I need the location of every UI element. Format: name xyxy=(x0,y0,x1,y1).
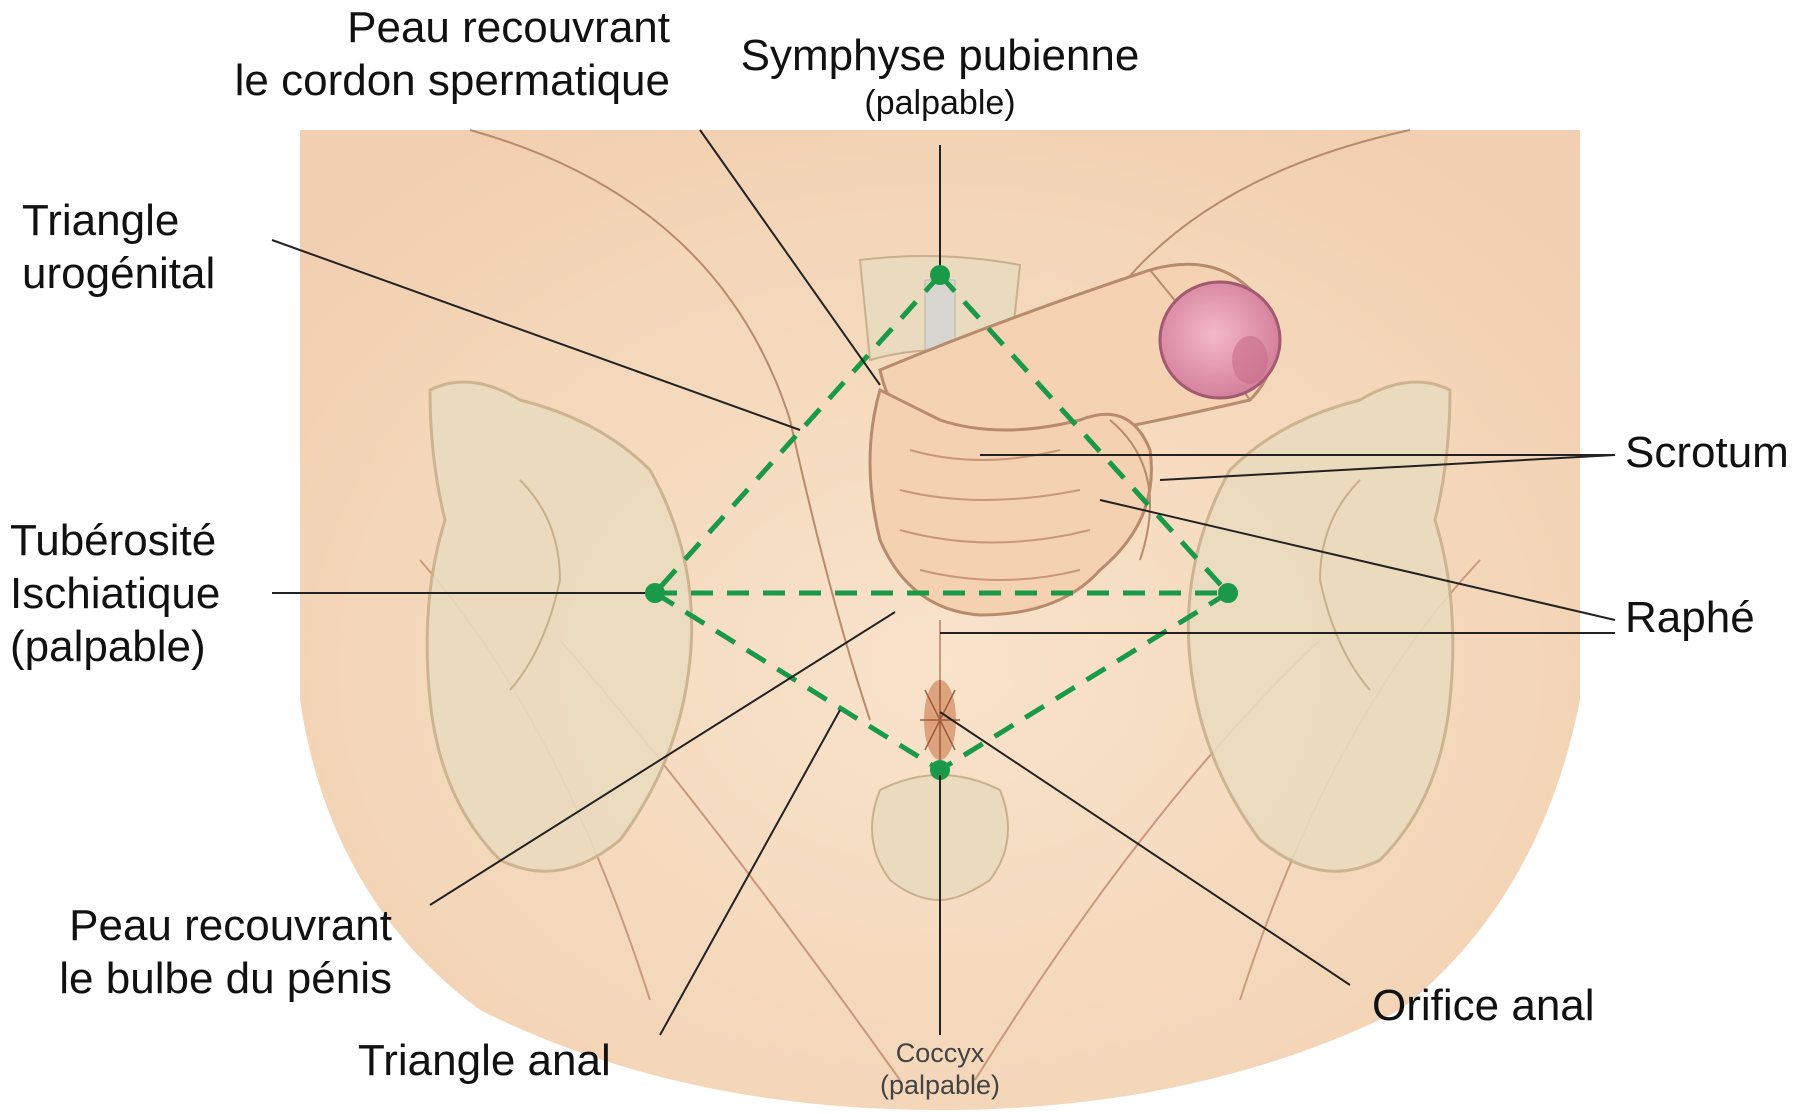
label-peau-cordon: Peau recouvrant le cordon spermatique xyxy=(180,2,670,108)
label-tuberosite-line2: Ischiatique xyxy=(10,568,220,621)
label-coccyx: Coccyx (palpable) xyxy=(870,1037,1010,1102)
label-orifice-anal: Orifice anal xyxy=(1372,980,1595,1033)
label-triangle-anal: Triangle anal xyxy=(358,1035,611,1088)
symphysis-point xyxy=(930,265,950,285)
label-scrotum-text: Scrotum xyxy=(1625,427,1789,480)
label-raphe: Raphé xyxy=(1625,592,1755,645)
label-symphyse-note: (palpable) xyxy=(720,83,1160,124)
label-symphyse-title: Symphyse pubienne xyxy=(720,30,1160,83)
label-scrotum: Scrotum xyxy=(1625,427,1789,480)
label-coccyx-line1: Coccyx xyxy=(870,1037,1010,1069)
label-tuberosite-line1: Tubérosité xyxy=(10,515,220,568)
glans xyxy=(1160,282,1280,398)
label-triangle-urogenital: Triangle urogénital xyxy=(22,195,215,301)
label-triangle-anal-text: Triangle anal xyxy=(358,1035,611,1088)
label-peau-bulbe-line1: Peau recouvrant xyxy=(20,900,392,953)
label-peau-bulbe: Peau recouvrant le bulbe du pénis xyxy=(20,900,392,1006)
label-orifice-anal-text: Orifice anal xyxy=(1372,980,1595,1033)
label-triangle-urogenital-line2: urogénital xyxy=(22,248,215,301)
label-tuberosite-line3: (palpable) xyxy=(10,621,220,674)
label-peau-cordon-line2: le cordon spermatique xyxy=(180,55,670,108)
label-tuberosite: Tubérosité Ischiatique (palpable) xyxy=(10,515,220,673)
right-ischial-point xyxy=(1218,583,1238,603)
label-peau-bulbe-line2: le bulbe du pénis xyxy=(20,953,392,1006)
label-coccyx-line2: (palpable) xyxy=(870,1069,1010,1101)
label-triangle-urogenital-line1: Triangle xyxy=(22,195,215,248)
label-raphe-text: Raphé xyxy=(1625,592,1755,645)
label-peau-cordon-line1: Peau recouvrant xyxy=(180,2,670,55)
label-symphyse: Symphyse pubienne (palpable) xyxy=(720,30,1160,124)
left-ischial-point xyxy=(645,583,665,603)
